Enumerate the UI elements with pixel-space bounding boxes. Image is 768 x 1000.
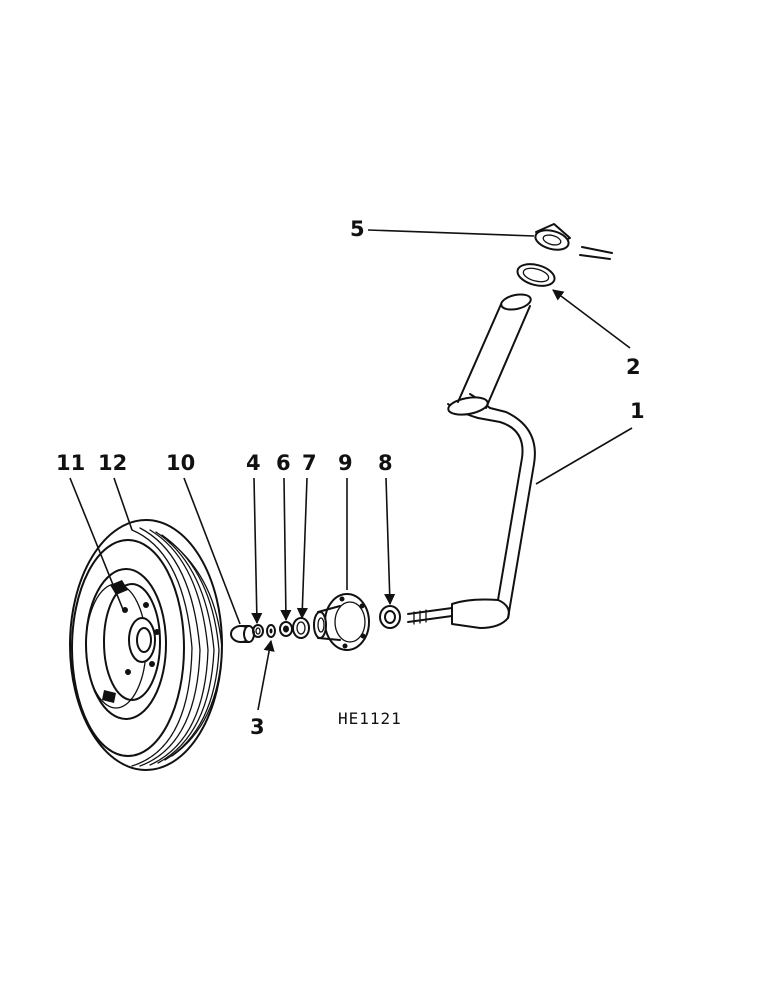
leader-lines: [69, 229, 633, 711]
figure-code: HE1121: [338, 709, 402, 728]
leader-5: [367, 229, 535, 237]
leader-7: [296, 477, 308, 620]
callout-10: 10: [166, 451, 195, 475]
callout-7: 7: [302, 451, 317, 475]
leader-3: [257, 639, 275, 711]
seal-part: [379, 605, 401, 629]
outer-bearing-part: [279, 621, 293, 637]
leader-6: [280, 477, 292, 622]
leader-12: [113, 477, 133, 531]
nut-part: [252, 624, 264, 638]
tire-part: [69, 519, 223, 771]
callout-12: 12: [98, 451, 127, 475]
callout-5: 5: [350, 217, 365, 241]
callout-labels: 1 2 3 4 5 6 7 8 9 10 11 12: [56, 217, 645, 739]
callout-2: 2: [626, 355, 641, 379]
leader-10: [183, 477, 241, 625]
callout-11: 11: [56, 451, 85, 475]
callout-9: 9: [338, 451, 353, 475]
hub-cap-part: [230, 625, 255, 643]
leader-1: [535, 427, 633, 485]
outer-cup-part: [292, 617, 310, 639]
callout-4: 4: [246, 451, 261, 475]
leader-8: [384, 477, 396, 606]
hub-part: [313, 593, 370, 651]
collar-part: [534, 223, 613, 260]
callout-1: 1: [630, 399, 645, 423]
spindle-tube-part: [457, 293, 532, 409]
leader-2: [552, 289, 631, 349]
callout-3: 3: [250, 715, 265, 739]
ring-washer-part: [516, 263, 556, 287]
callout-6: 6: [276, 451, 291, 475]
spindle-arm-part: [407, 393, 536, 629]
callout-8: 8: [378, 451, 393, 475]
washer-part: [266, 624, 276, 638]
leader-4: [251, 477, 263, 625]
leader-11: [69, 477, 125, 613]
wheel-rim-part: [85, 568, 167, 720]
